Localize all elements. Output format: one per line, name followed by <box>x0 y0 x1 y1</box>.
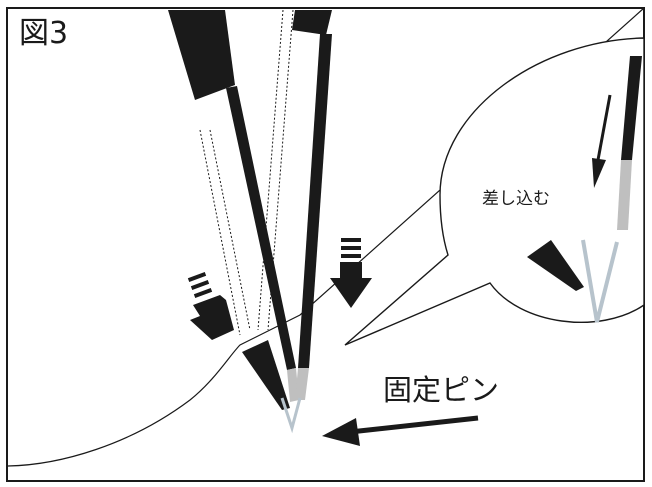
tweezer-ghost <box>199 9 294 336</box>
push-arrow-right <box>330 238 372 308</box>
surface-outline <box>7 7 645 467</box>
fixing-pin <box>242 340 302 434</box>
insert-label: 差し込む <box>482 189 550 209</box>
callout-insert-arrow <box>592 94 612 188</box>
push-arrow-left <box>187 272 234 340</box>
callout-tweezer-tip <box>617 56 642 230</box>
pin-pointer-arrow <box>322 415 479 446</box>
tweezer-right-arm <box>292 10 332 400</box>
fixing-pin-label: 固定ピン <box>383 373 500 407</box>
figure-number-label: 図3 <box>19 16 69 51</box>
tweezer-left-arm <box>168 10 299 402</box>
callout-pin <box>527 239 619 323</box>
